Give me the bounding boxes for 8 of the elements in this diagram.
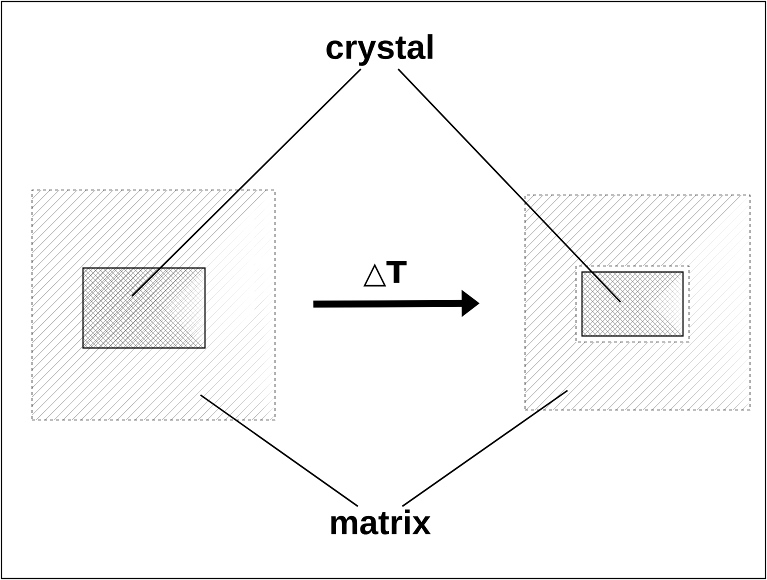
matrix-hatched-box <box>32 190 276 420</box>
label-text: matrix <box>331 510 431 534</box>
label-text: crystal <box>326 34 432 66</box>
leader-line <box>200 394 358 507</box>
crystal-hatched-box <box>82 267 206 349</box>
crystal-hatched-box <box>581 271 684 337</box>
edge-label: △T <box>361 258 409 288</box>
leader-line <box>402 390 568 507</box>
